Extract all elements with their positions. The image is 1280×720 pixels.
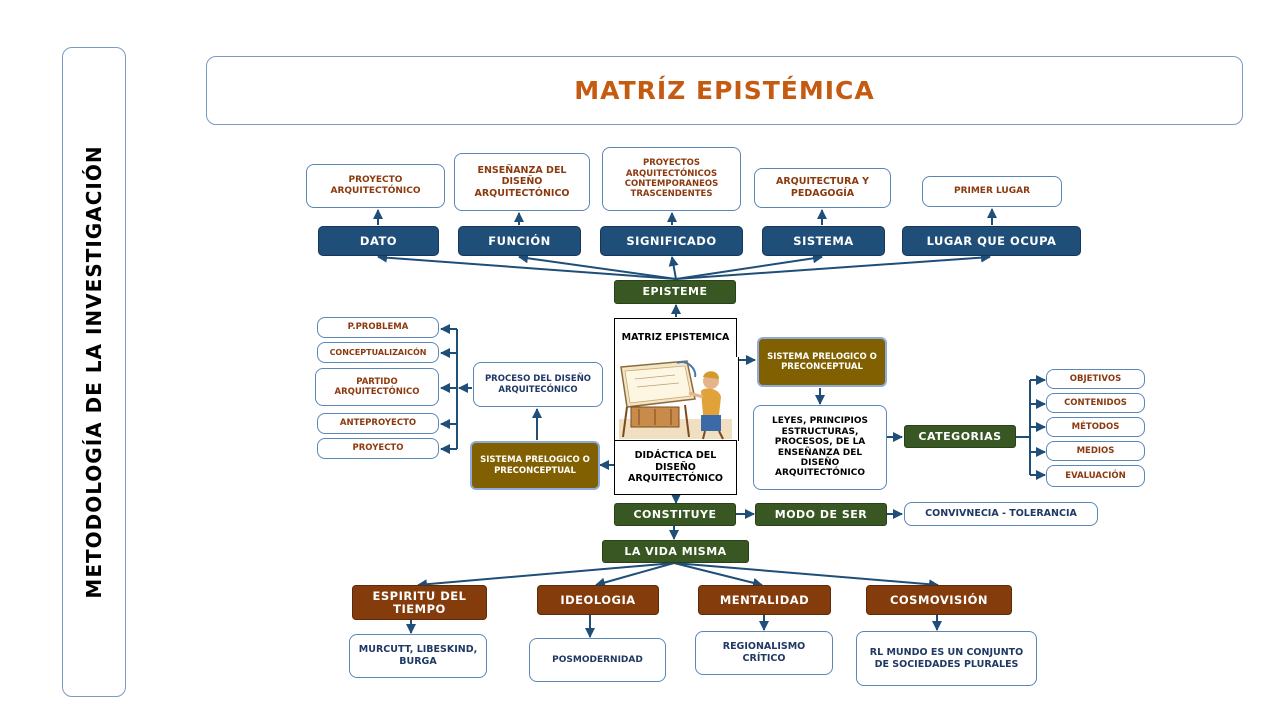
detail-sistema: ARQUITECTURA Y PEDAGOGÍA <box>754 168 891 208</box>
connector-episteme-lugar <box>675 252 991 280</box>
node-lugar-que-ocupa: LUGAR QUE OCUPA <box>902 226 1081 256</box>
detail-espiritu-tiempo: MURCUTT, LIBESKIND, BURGA <box>349 634 487 678</box>
category-objetivos: OBJETIVOS <box>1046 369 1145 389</box>
page-title: MATRÍZ EPISTÉMICA <box>574 76 875 105</box>
node-dato: DATO <box>318 226 439 256</box>
node-constituye: CONSTITUYE <box>614 503 736 526</box>
detail-funcion: ENSEÑANZA DEL DISEÑO ARQUITECTÓNICO <box>454 153 590 211</box>
node-sistema: SISTEMA <box>762 226 885 256</box>
detail-ideologia: POSMODERNIDAD <box>529 638 666 682</box>
detail-cosmovision: RL MUNDO ES UN CONJUNTO DE SOCIEDADES PL… <box>856 631 1037 686</box>
side-title-panel <box>62 47 126 697</box>
detail-mentalidad: REGIONALISMO CRÍTICO <box>695 631 833 675</box>
node-espiritu-tiempo: ESPIRITU DEL TIEMPO <box>352 585 487 620</box>
connector-episteme-sistema <box>675 253 823 280</box>
category-metodos: MÉTODOS <box>1046 417 1145 437</box>
detail-dato: PROYECTO ARQUITECTÓNICO <box>306 164 445 208</box>
node-matriz-epistemica: MATRIZ EPISTEMICA <box>614 318 737 358</box>
node-cosmovision: COSMOVISIÓN <box>866 585 1012 615</box>
category-evaluacion: EVALUACIÓN <box>1046 465 1145 487</box>
detail-significado: PROYECTOS ARQUITECTÓNICOS CONTEMPORANEOS… <box>602 147 741 211</box>
node-funcion: FUNCIÓN <box>458 226 581 256</box>
node-ideologia: IDEOLOGIA <box>537 585 659 615</box>
node-modo-de-ser: MODO DE SER <box>755 503 887 526</box>
node-mentalidad: MENTALIDAD <box>698 585 831 615</box>
node-proceso-diseno: PROCESO DEL DISEÑO ARQUITECÓNICO <box>473 362 603 407</box>
connector-episteme-dato <box>377 252 677 280</box>
left-item-proyecto: PROYECTO <box>317 438 439 459</box>
node-leyes-principios: LEYES, PRINCIPIOS ESTRUCTURAS, PROCESOS,… <box>753 405 887 490</box>
category-medios: MEDIOS <box>1046 441 1145 461</box>
node-significado: SIGNIFICADO <box>600 226 743 256</box>
connector-episteme-funcion <box>518 253 677 280</box>
node-sistema-preconceptual-left: SISTEMA PRELOGICO O PRECONCEPTUAL <box>470 441 600 490</box>
category-contenidos: CONTENIDOS <box>1046 393 1145 413</box>
left-item-anteproyecto: ANTEPROYECTO <box>317 413 439 434</box>
detail-lugar: PRIMER LUGAR <box>922 176 1062 207</box>
header-panel: MATRÍZ EPISTÉMICA <box>206 56 1243 125</box>
drawing-desk-icon <box>615 357 736 441</box>
architect-drawing-illustration <box>614 357 739 441</box>
node-la-vida-misma: LA VIDA MISMA <box>602 540 749 563</box>
left-item-p-problema: P.PROBLEMA <box>317 317 439 338</box>
node-episteme: EPISTEME <box>614 280 736 304</box>
left-item-conceptualizacion: CONCEPTUALIZAICÓN <box>317 342 439 363</box>
node-didactica: DIDÁCTICA DEL DISEÑO ARQUITECTÓNICO <box>614 440 737 495</box>
node-categorias: CATEGORIAS <box>904 425 1016 448</box>
node-convivencia: CONVIVNECIA - TOLERANCIA <box>904 502 1098 526</box>
node-sistema-preconceptual-right: SISTEMA PRELOGICO O PRECONCEPTUAL <box>757 337 887 387</box>
connector-episteme-significado <box>668 256 679 280</box>
left-item-partido: PARTIDO ARQUITECTÓNICO <box>315 368 439 406</box>
